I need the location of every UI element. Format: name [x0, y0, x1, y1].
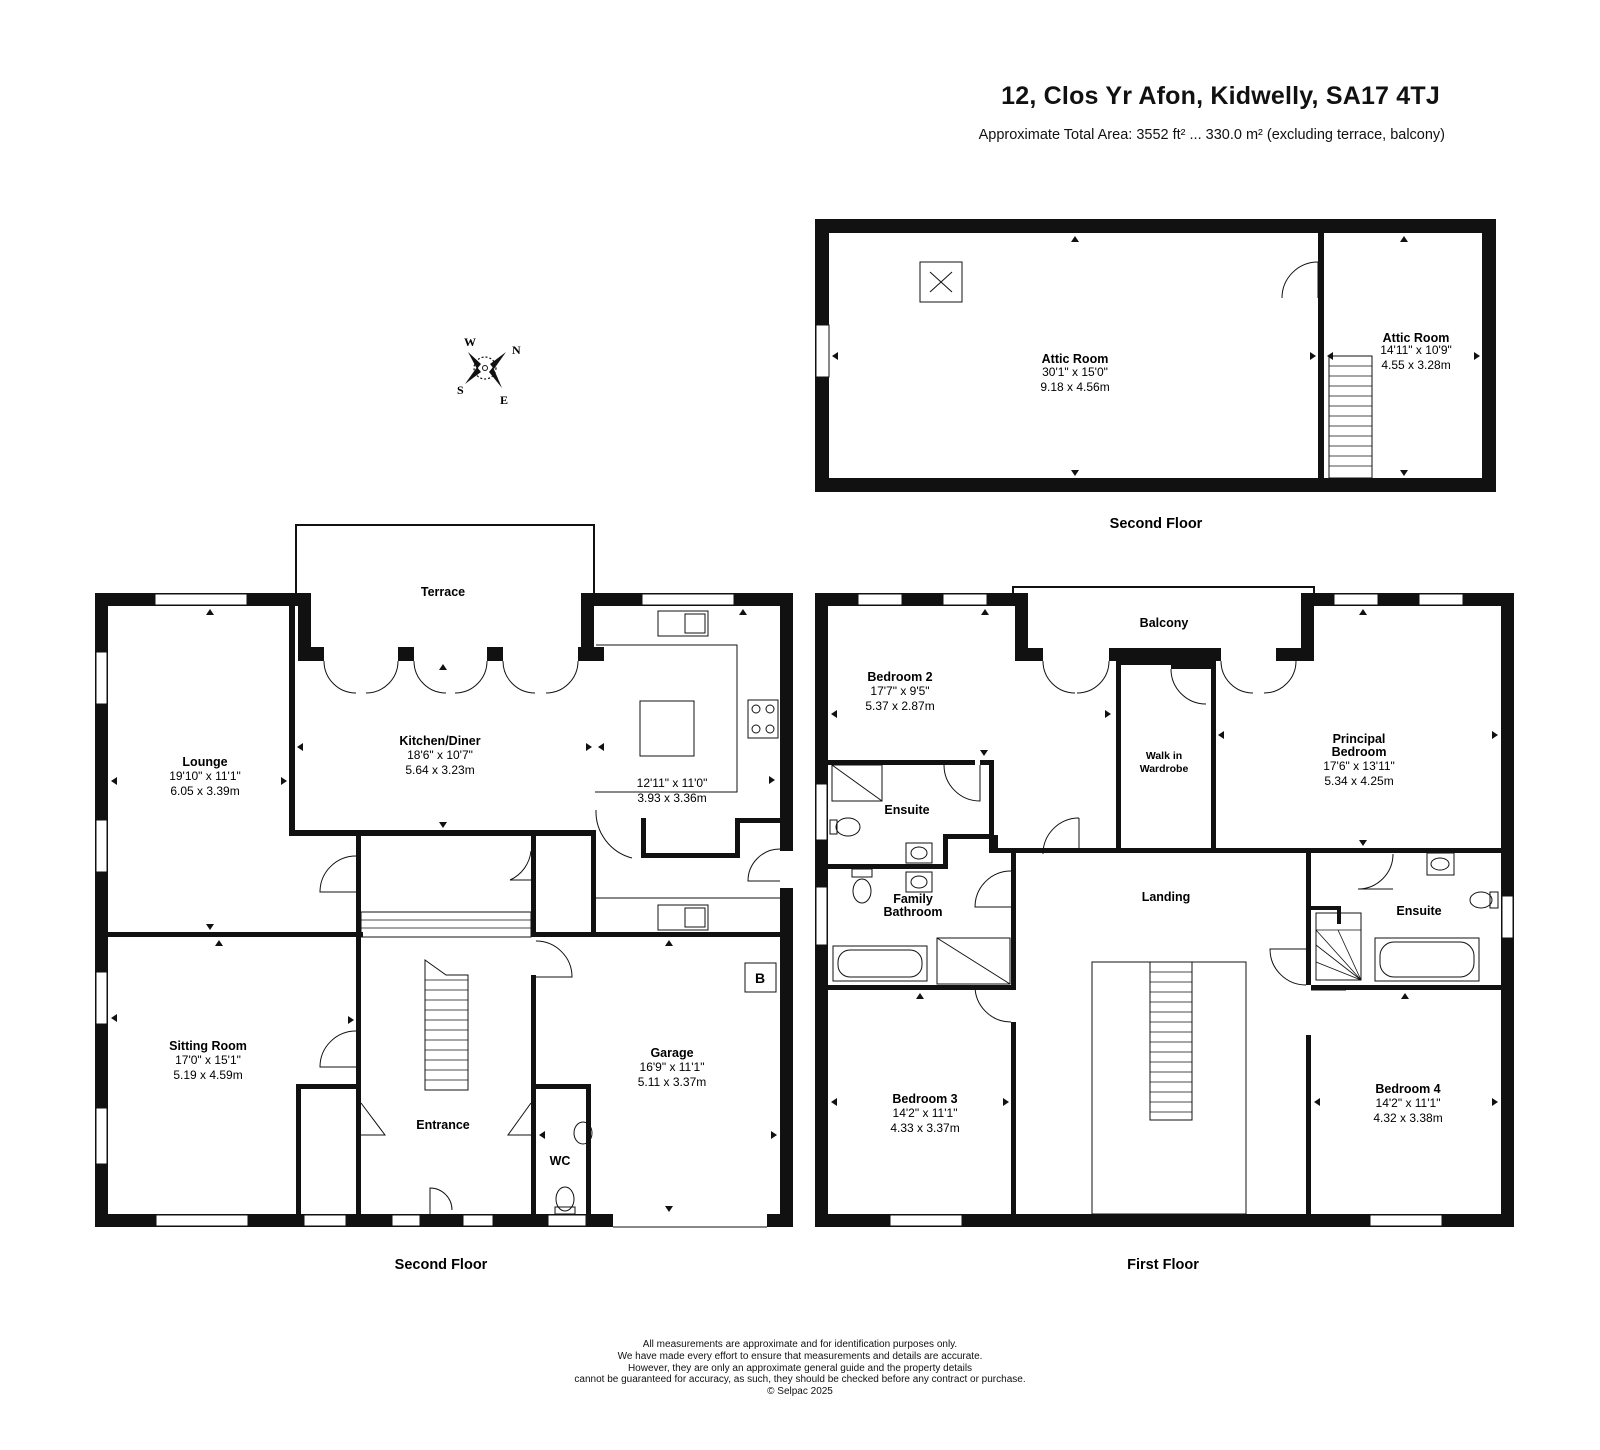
bedroom-3-imperial: 14'2" x 11'1": [893, 1106, 958, 1120]
first-floor-caption: First Floor: [1127, 1257, 1199, 1273]
ground-floor-caption: Second Floor: [395, 1257, 488, 1273]
attic-room-1-metric: 9.18 x 4.56m: [1040, 380, 1109, 394]
attic-room-2-imperial: 14'11" x 10'9": [1380, 343, 1452, 357]
attic-room-2-metric: 4.55 x 3.28m: [1381, 358, 1450, 372]
kitchen-extension-metric: 3.93 x 3.36m: [637, 791, 706, 805]
walk-in-wardrobe-label-1: Walk in: [1146, 750, 1182, 762]
lounge-metric: 6.05 x 3.39m: [170, 784, 239, 798]
principal-bedroom-label-1: Principal: [1333, 732, 1386, 746]
bedroom-4-label: Bedroom 4: [1375, 1082, 1440, 1096]
ensuite-2-label: Ensuite: [1396, 904, 1441, 918]
bedroom-3-label: Bedroom 3: [892, 1092, 957, 1106]
kitchen-diner-metric: 5.64 x 3.23m: [405, 763, 474, 777]
wc-label: WC: [550, 1154, 571, 1168]
garage-label: Garage: [650, 1046, 693, 1060]
disclaimer-line: cannot be guaranteed for accuracy, as su…: [574, 1374, 1026, 1386]
compass-s: S: [457, 383, 464, 397]
sitting-room-metric: 5.19 x 4.59m: [173, 1068, 242, 1082]
ground-floor-plan: B Terrace Kitchen/Diner 18'6" x 10'7" 5.…: [95, 524, 793, 1273]
balcony-label: Balcony: [1140, 616, 1189, 630]
bedroom-2-imperial: 17'7" x 9'5": [870, 684, 929, 698]
kitchen-diner-imperial: 18'6" x 10'7": [407, 748, 473, 762]
attic-room-1-label: Attic Room: [1042, 352, 1109, 366]
total-area-subtitle: Approximate Total Area: 3552 ft² ... 330…: [978, 127, 1445, 143]
sitting-room-imperial: 17'0" x 15'1": [175, 1053, 241, 1067]
lounge-label: Lounge: [182, 755, 227, 769]
entrance-label: Entrance: [416, 1118, 470, 1132]
walk-in-wardrobe-label-2: Wardrobe: [1140, 763, 1189, 775]
boiler-label: B: [755, 970, 765, 986]
family-bathroom-label-2: Bathroom: [883, 905, 942, 919]
kitchen-diner-label: Kitchen/Diner: [399, 734, 480, 748]
first-floor-plan: Balcony Bedroom 2 17'7" x 9'5" 5.37 x 2.…: [815, 586, 1514, 1273]
bedroom-4-metric: 4.32 x 3.38m: [1373, 1111, 1442, 1125]
attic-floor-plan: Attic Room 30'1" x 15'0" 9.18 x 4.56m At…: [815, 219, 1496, 532]
bedroom-2-metric: 5.37 x 2.87m: [865, 699, 934, 713]
disclaimer-line: All measurements are approximate and for…: [642, 1339, 958, 1350]
terrace-label: Terrace: [421, 585, 465, 599]
compass-n: N: [512, 343, 521, 357]
compass-w: W: [464, 335, 476, 349]
disclaimer-line: However, they are only an approximate ge…: [627, 1362, 973, 1374]
compass-e: E: [500, 393, 508, 407]
ensuite-1-label: Ensuite: [884, 803, 929, 817]
attic-floor-caption: Second Floor: [1110, 516, 1203, 532]
family-bathroom-label-1: Family: [893, 892, 933, 906]
garage-imperial: 16'9" x 11'1": [640, 1060, 705, 1074]
bedroom-3-metric: 4.33 x 3.37m: [890, 1121, 959, 1135]
copyright-line: © Selpac 2025: [767, 1386, 833, 1398]
attic-room-2-label: Attic Room: [1383, 331, 1450, 345]
lounge-imperial: 19'10" x 11'1": [169, 769, 241, 783]
attic-room-1-imperial: 30'1" x 15'0": [1042, 365, 1108, 379]
property-address-title: 12, Clos Yr Afon, Kidwelly, SA17 4TJ: [1001, 82, 1440, 110]
garage-metric: 5.11 x 3.37m: [638, 1075, 706, 1089]
disclaimer-line: We have made every effort to ensure that…: [617, 1350, 983, 1362]
principal-bedroom-label-2: Bedroom: [1332, 745, 1387, 759]
bedroom-2-label: Bedroom 2: [867, 670, 932, 684]
landing-label: Landing: [1142, 890, 1191, 904]
disclaimer: All measurements are approximate and for…: [0, 1339, 1600, 1398]
principal-bedroom-metric: 5.34 x 4.25m: [1324, 774, 1393, 788]
sitting-room-label: Sitting Room: [169, 1039, 247, 1053]
compass-rose-icon: W N S E: [457, 335, 521, 407]
kitchen-extension-imperial: 12'11" x 11'0": [637, 776, 708, 790]
principal-bedroom-imperial: 17'6" x 13'11": [1323, 759, 1395, 773]
bedroom-4-imperial: 14'2" x 11'1": [1376, 1096, 1441, 1110]
